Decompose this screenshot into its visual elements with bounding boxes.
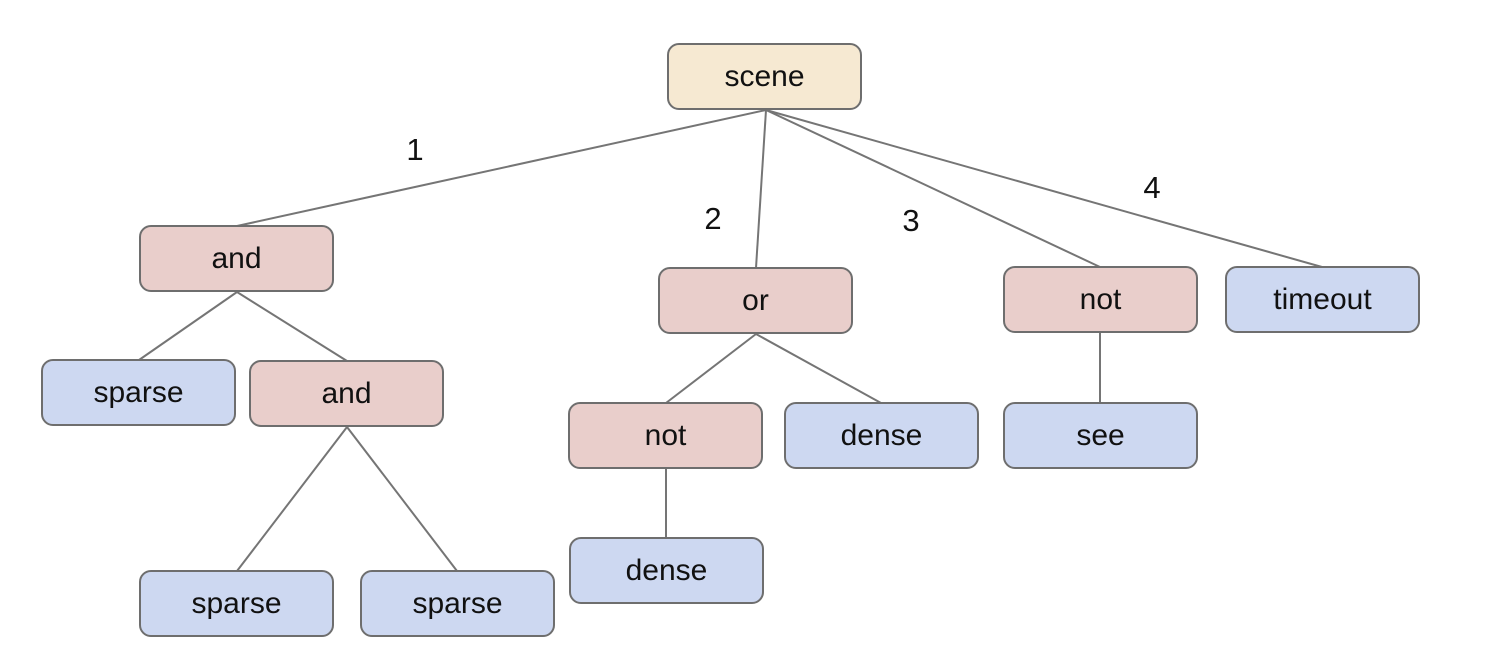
node-or: or — [658, 267, 853, 334]
edge-and-2-sparse-2 — [236, 426, 348, 572]
edge-and-1-and-2 — [236, 291, 348, 362]
edge-label-4: 4 — [1143, 170, 1161, 205]
node-timeout: timeout — [1225, 266, 1420, 333]
edge-scene-and-1 — [236, 109, 767, 227]
edge-or-dense-1 — [755, 333, 882, 404]
edge-and-1-sparse-1 — [138, 291, 238, 361]
node-dense-1: dense — [784, 402, 979, 469]
node-dense-2: dense — [569, 537, 764, 604]
node-and-2: and — [249, 360, 444, 427]
node-not-1: not — [1003, 266, 1198, 333]
edge-scene-not-1 — [765, 109, 1101, 268]
node-sparse-3: sparse — [360, 570, 555, 637]
edge-label-2: 2 — [704, 201, 722, 236]
edge-or-not-2 — [665, 333, 757, 404]
edge-and-2-sparse-3 — [346, 426, 458, 572]
node-see: see — [1003, 402, 1198, 469]
node-and-1: and — [139, 225, 334, 292]
node-not-2: not — [568, 402, 763, 469]
edge-scene-or — [755, 109, 767, 269]
edge-label-3: 3 — [902, 203, 920, 238]
node-sparse-1: sparse — [41, 359, 236, 426]
node-sparse-2: sparse — [139, 570, 334, 637]
edge-scene-timeout — [765, 109, 1323, 268]
node-scene: scene — [667, 43, 862, 110]
edge-label-1: 1 — [406, 132, 424, 167]
